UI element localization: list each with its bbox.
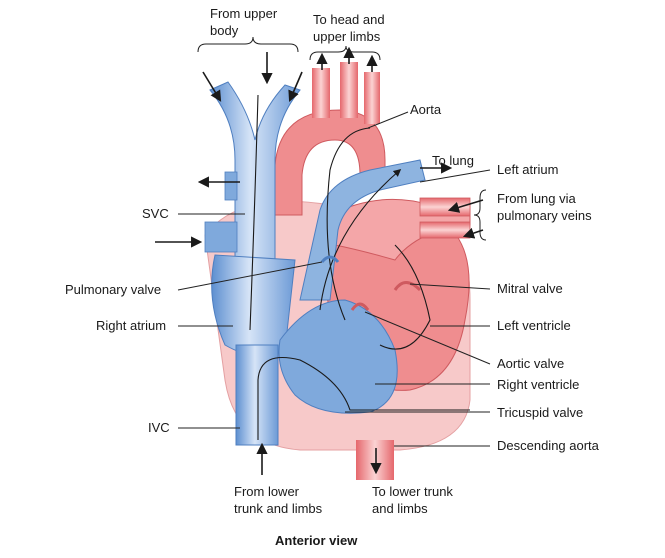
- label-svc: SVC: [142, 206, 169, 221]
- label-mitral-valve: Mitral valve: [497, 281, 563, 296]
- arrow-upper-right: [288, 71, 303, 103]
- aortic-valve-shape: [350, 302, 370, 311]
- caption: Anterior view: [275, 533, 358, 548]
- ivc: [235, 344, 279, 446]
- brace-lung: [473, 189, 487, 241]
- label-left-atrium: Left atrium: [497, 162, 558, 177]
- label-left-ventricle: Left ventricle: [497, 318, 571, 333]
- label-aortic-valve: Aortic valve: [497, 356, 564, 371]
- leader-aortic-valve: [364, 311, 491, 365]
- svc-branch-left: [204, 221, 238, 253]
- svc-branch-upper: [224, 171, 238, 201]
- aorta-branch-3: [364, 72, 380, 124]
- label-from-lower-2: trunk and limbs: [234, 501, 323, 516]
- label-pulmonary-valve: Pulmonary valve: [65, 282, 161, 297]
- arrow-upper-left: [202, 71, 222, 102]
- label-from-upper-body-1: From upper: [210, 6, 278, 21]
- label-ivc: IVC: [148, 420, 170, 435]
- brace-head: [309, 45, 381, 61]
- label-to-head-2: upper limbs: [313, 29, 381, 44]
- aortic-arch: [274, 109, 386, 216]
- label-right-atrium: Right atrium: [96, 318, 166, 333]
- right-ventricle: [278, 299, 398, 414]
- descending-aorta: [356, 440, 394, 480]
- brace-upper-body: [197, 36, 299, 53]
- flow-pulm: [319, 168, 402, 311]
- flow-aorta: [326, 127, 371, 321]
- aorta-branch-1: [312, 68, 330, 118]
- leader-aorta: [367, 111, 409, 129]
- flow-ivc: [257, 356, 470, 440]
- pulmonary-vein-lower: [419, 221, 471, 239]
- label-tricuspid-valve: Tricuspid valve: [497, 405, 583, 420]
- leader-pulmonary-valve: [177, 261, 323, 291]
- label-from-lower-1: From lower: [234, 484, 300, 499]
- flow-svc: [249, 94, 259, 331]
- pulmonary-valve-shape: [320, 255, 340, 263]
- label-descending-aorta: Descending aorta: [497, 438, 600, 453]
- mitral-valve-shape: [393, 281, 422, 292]
- label-to-lower-1: To lower trunk: [372, 484, 453, 499]
- aorta-branch-2: [340, 62, 358, 118]
- label-from-upper-body-2: body: [210, 23, 239, 38]
- label-to-lower-2: and limbs: [372, 501, 428, 516]
- flow-left: [379, 244, 431, 350]
- label-aorta: Aorta: [410, 102, 442, 117]
- label-right-ventricle: Right ventricle: [497, 377, 579, 392]
- leader-left-atrium: [419, 169, 491, 183]
- label-from-lung-2: pulmonary veins: [497, 208, 592, 223]
- label-to-lung: To lung: [432, 153, 474, 168]
- arrow-pv-upper: [447, 199, 484, 213]
- label-to-head-1: To head and: [313, 12, 385, 27]
- label-from-lung-1: From lung via: [497, 191, 577, 206]
- leader-mitral-valve: [409, 283, 491, 290]
